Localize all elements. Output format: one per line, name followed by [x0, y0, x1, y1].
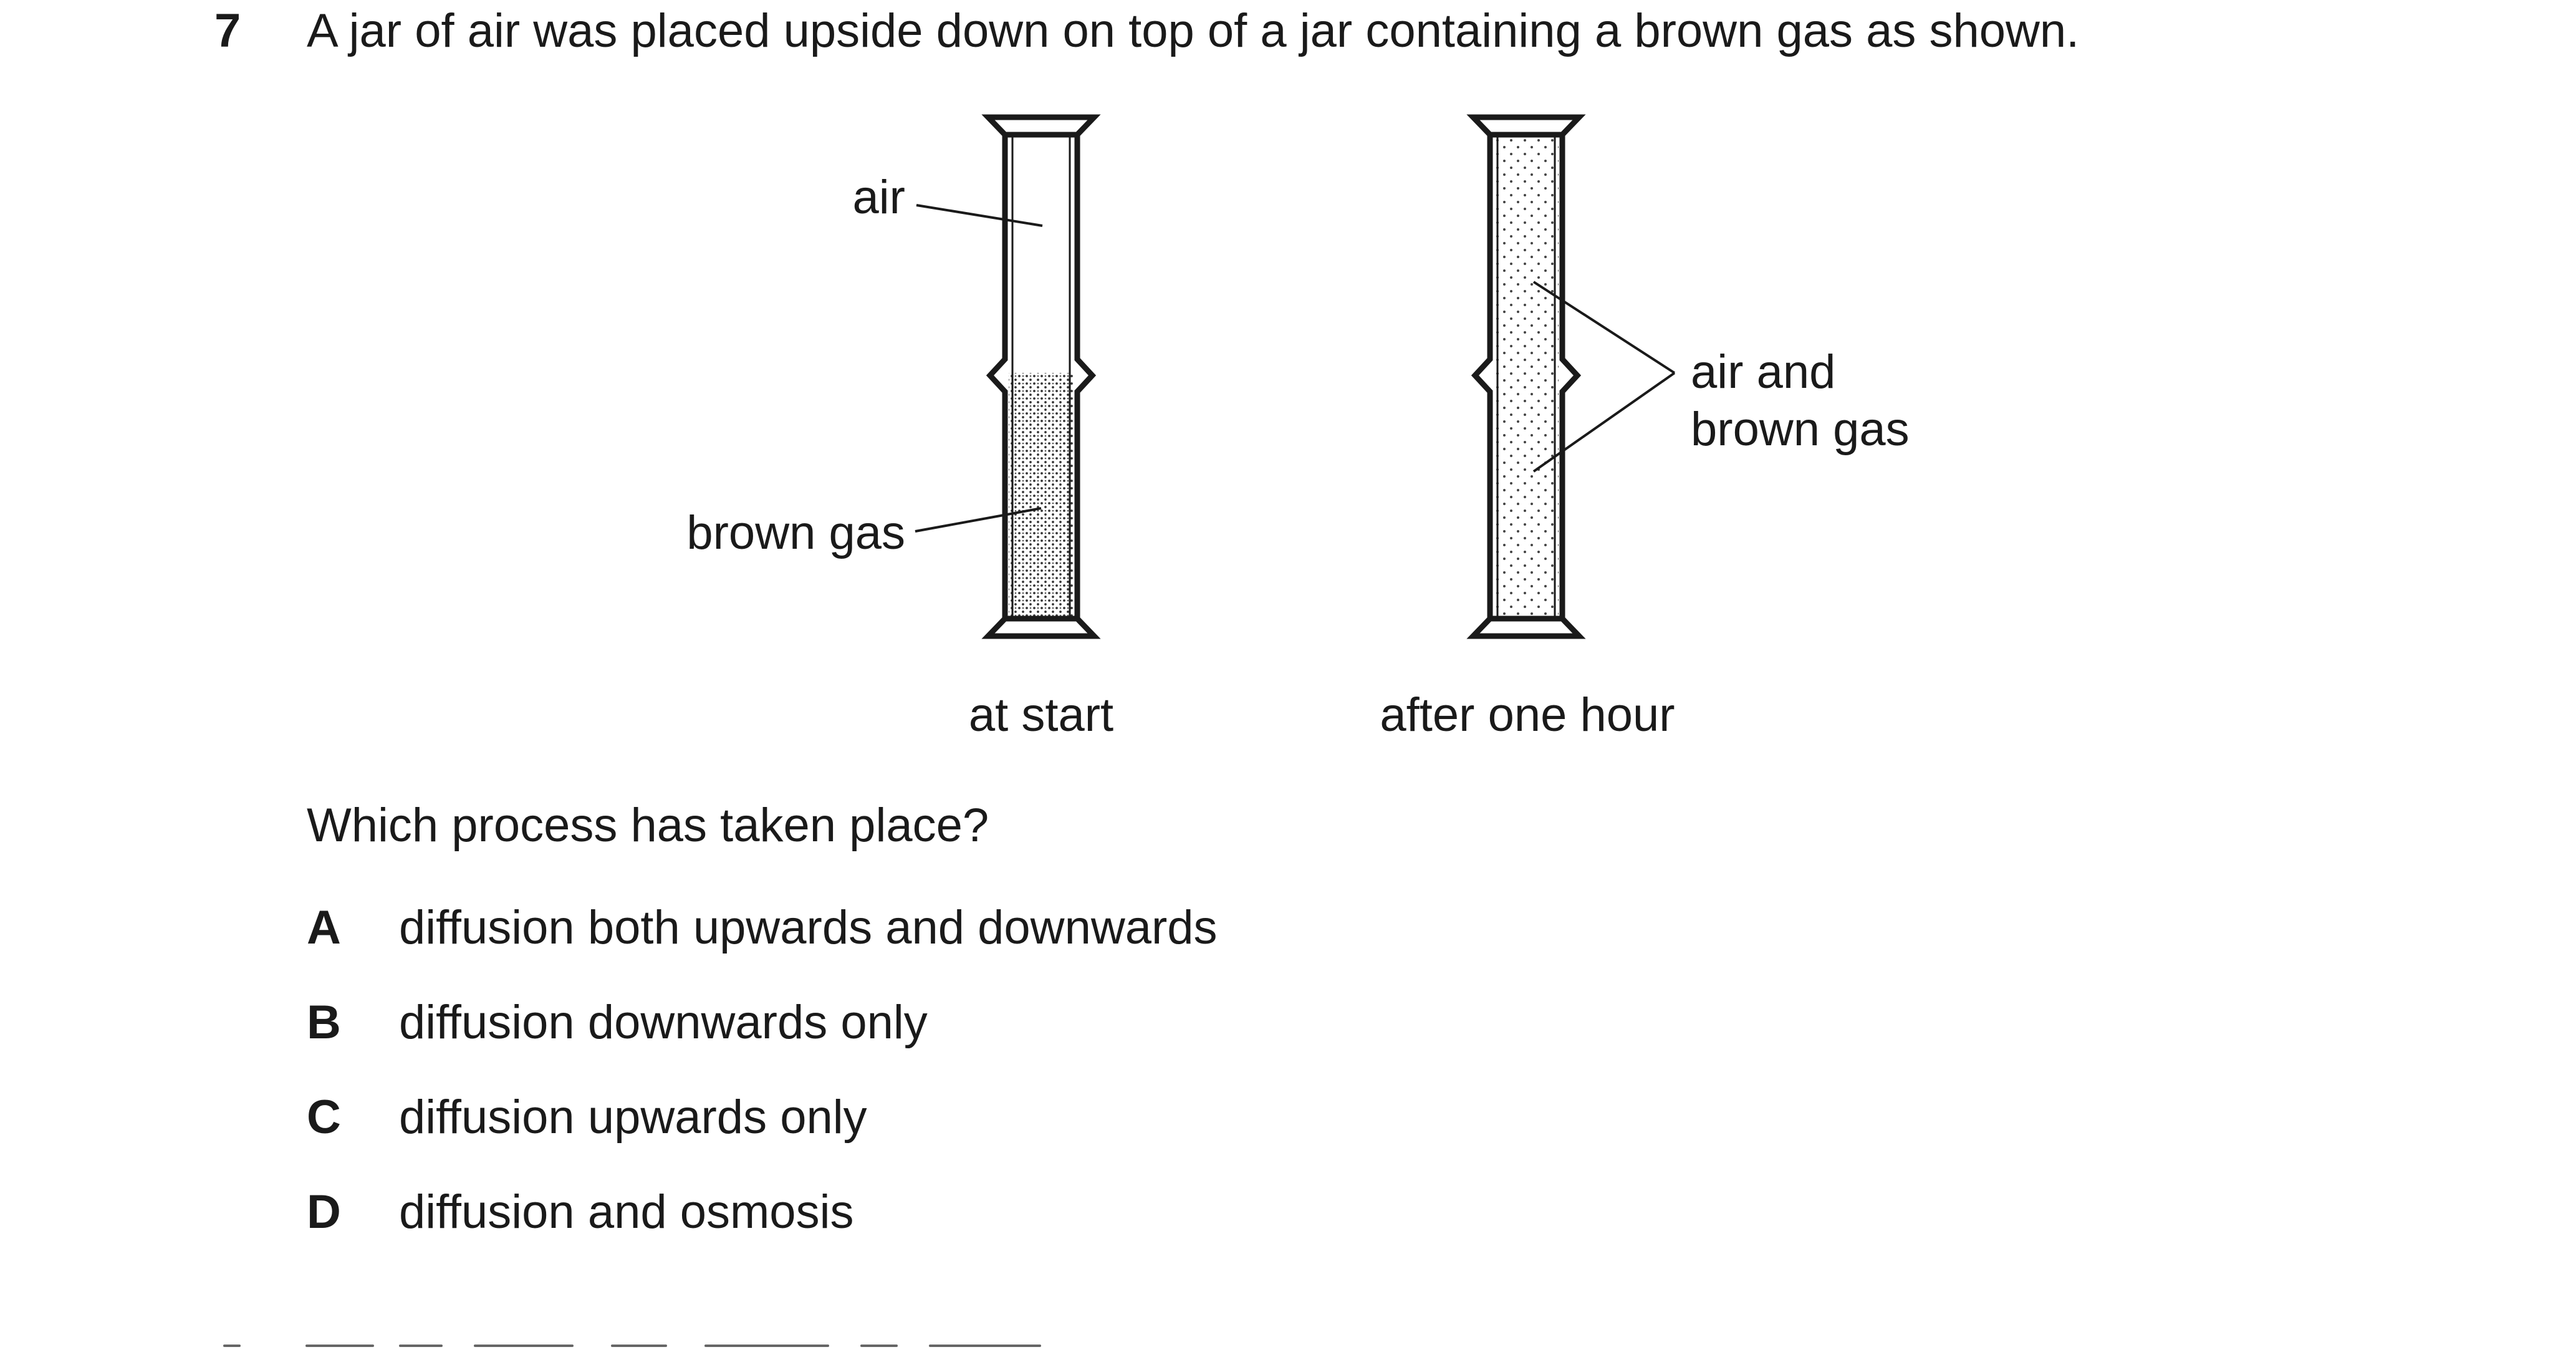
next-question-cutoff [212, 1341, 1147, 1352]
option-letter: A [307, 901, 341, 954]
option-text: diffusion upwards only [399, 1091, 867, 1144]
caption-after-one-hour: after one hour [1380, 688, 1675, 741]
option-text: diffusion both upwards and downwards [399, 901, 1218, 954]
gas-jar-diagram: air brown gas at start air and brown gas… [686, 114, 1910, 741]
brown-gas-fill [1009, 373, 1074, 619]
label-air: air [853, 171, 905, 224]
option-letter: B [307, 996, 341, 1049]
jar-pair-outline [981, 114, 1101, 639]
jar-pair-at-start: air brown gas at start [686, 114, 1113, 741]
label-brown-gas: brown gas [686, 506, 905, 559]
question-prompt: Which process has taken place? [307, 799, 989, 852]
mixed-gas-fill [1494, 135, 1559, 619]
leader-mixed-lower [1532, 372, 1676, 473]
question-stem: A jar of air was placed upside down on t… [307, 4, 2080, 57]
leader-air [916, 204, 1043, 227]
option-letter: C [307, 1091, 341, 1144]
option-text: diffusion and osmosis [399, 1185, 854, 1239]
leader-brown-gas [915, 507, 1042, 533]
caption-at-start: at start [969, 688, 1113, 741]
label-mixed-line1: air and [1691, 345, 1835, 398]
jar-pair-outline-after [1466, 114, 1586, 639]
jar-pair-after-one-hour: air and brown gas after one hour [1380, 114, 1910, 741]
option-text: diffusion downwards only [399, 996, 928, 1049]
question-number: 7 [214, 4, 241, 57]
option-letter: D [307, 1185, 341, 1239]
leader-mixed-upper [1532, 281, 1676, 374]
label-mixed-line2: brown gas [1691, 403, 1910, 456]
